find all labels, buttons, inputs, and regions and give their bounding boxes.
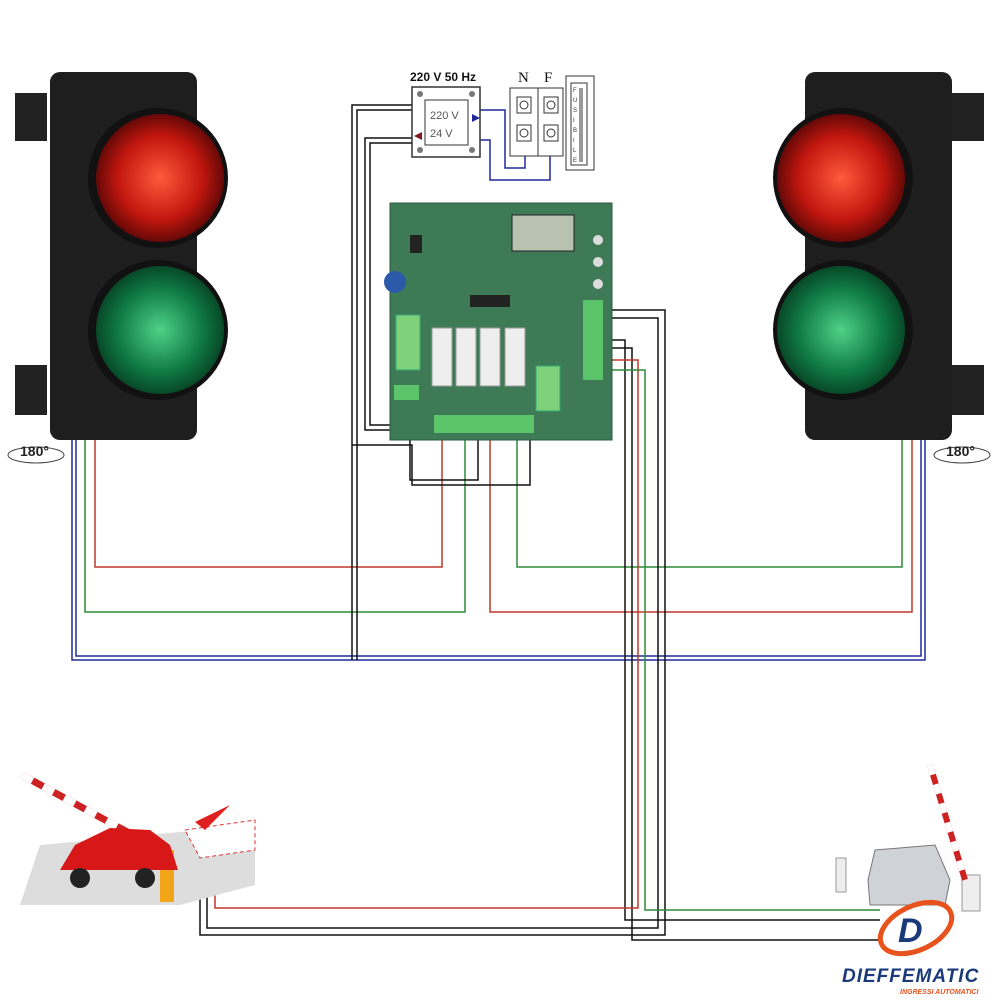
fuse-letter: I	[573, 138, 575, 144]
wire-red-left	[94, 440, 443, 568]
connector	[395, 314, 421, 371]
car-icon	[867, 844, 951, 906]
relay	[431, 327, 453, 387]
relay	[455, 327, 477, 387]
traffic-light-left	[15, 72, 228, 440]
wire-loop-a	[199, 309, 666, 936]
red-lamp	[96, 114, 224, 242]
arrow-icon	[195, 805, 230, 830]
arrow-in-icon	[472, 114, 480, 122]
rotation-label-left: 180°	[20, 443, 49, 459]
wires	[71, 104, 926, 941]
svg-text:F U S I: F U S I B I L E	[573, 88, 579, 164]
brand-logo: D DIEFFEMATIC INGRESSI AUTOMATICI	[842, 899, 979, 996]
loop-terminal-strip	[583, 300, 603, 380]
board-button[interactable]	[593, 279, 603, 289]
transformer-primary-label: 220 V	[430, 110, 459, 122]
barrier-entry-scene	[20, 771, 256, 905]
wire-loop-red	[214, 359, 639, 909]
relay	[504, 327, 526, 387]
wire-blue-220-f	[480, 139, 551, 181]
fuse-letter: S	[573, 108, 577, 114]
fuse-letter: F	[573, 88, 577, 94]
transformer-secondary-label: 24 V	[430, 128, 453, 140]
rotation-left: 180°	[7, 443, 65, 464]
wire-red-right	[489, 440, 913, 613]
fuse-letter: U	[573, 98, 577, 104]
red-lamp	[777, 114, 905, 242]
rotation-right: 180°	[933, 443, 991, 464]
lcd-display	[511, 214, 575, 252]
mains-terminal-block: N F	[509, 70, 564, 157]
brand-tagline: INGRESSI AUTOMATICI	[900, 989, 979, 996]
wire-black-common	[352, 440, 531, 486]
wire-blue-220-n	[480, 109, 526, 169]
rotation-label-right: 180°	[946, 443, 975, 459]
car-icon	[60, 828, 178, 870]
fuse-letter: L	[573, 148, 577, 154]
wire-black-24v-a	[351, 104, 412, 660]
wire-blue-common-2	[75, 440, 922, 657]
board-button[interactable]	[593, 257, 603, 267]
fuse-letter: E	[573, 158, 577, 164]
capacitor	[384, 271, 406, 293]
green-lamp	[96, 266, 224, 394]
phase-label: F	[544, 70, 552, 86]
green-lamp	[777, 266, 905, 394]
fuse: F U S I B I L E	[565, 75, 595, 171]
fuse-letter: I	[573, 118, 575, 124]
brand-name: DIEFFEMATIC	[842, 966, 979, 987]
barrier-exit-scene	[835, 764, 981, 912]
svg-text:D: D	[898, 912, 923, 950]
wire-green-left	[84, 440, 466, 613]
wire-black-24v-b	[356, 109, 412, 660]
board-button[interactable]	[593, 235, 603, 245]
power-terminal	[394, 385, 419, 400]
traffic-light-right	[773, 72, 984, 440]
wire-blue-common	[71, 440, 926, 661]
wire-green-right	[516, 440, 903, 568]
lights-terminal-strip	[434, 415, 534, 433]
wire-loop-b	[206, 317, 659, 929]
wire-black-common-2	[409, 440, 479, 481]
power-label: 220 V 50 Hz	[410, 70, 476, 84]
transformer: 220 V 24 V	[411, 86, 481, 158]
arrow-out-icon	[414, 132, 422, 140]
relay	[479, 327, 501, 387]
connector	[535, 365, 561, 412]
fuse-letter: B	[573, 128, 577, 134]
wire-loop-green	[600, 369, 880, 911]
neutral-label: N	[518, 70, 529, 86]
control-board	[384, 202, 613, 441]
wire-loop-d	[600, 347, 880, 941]
